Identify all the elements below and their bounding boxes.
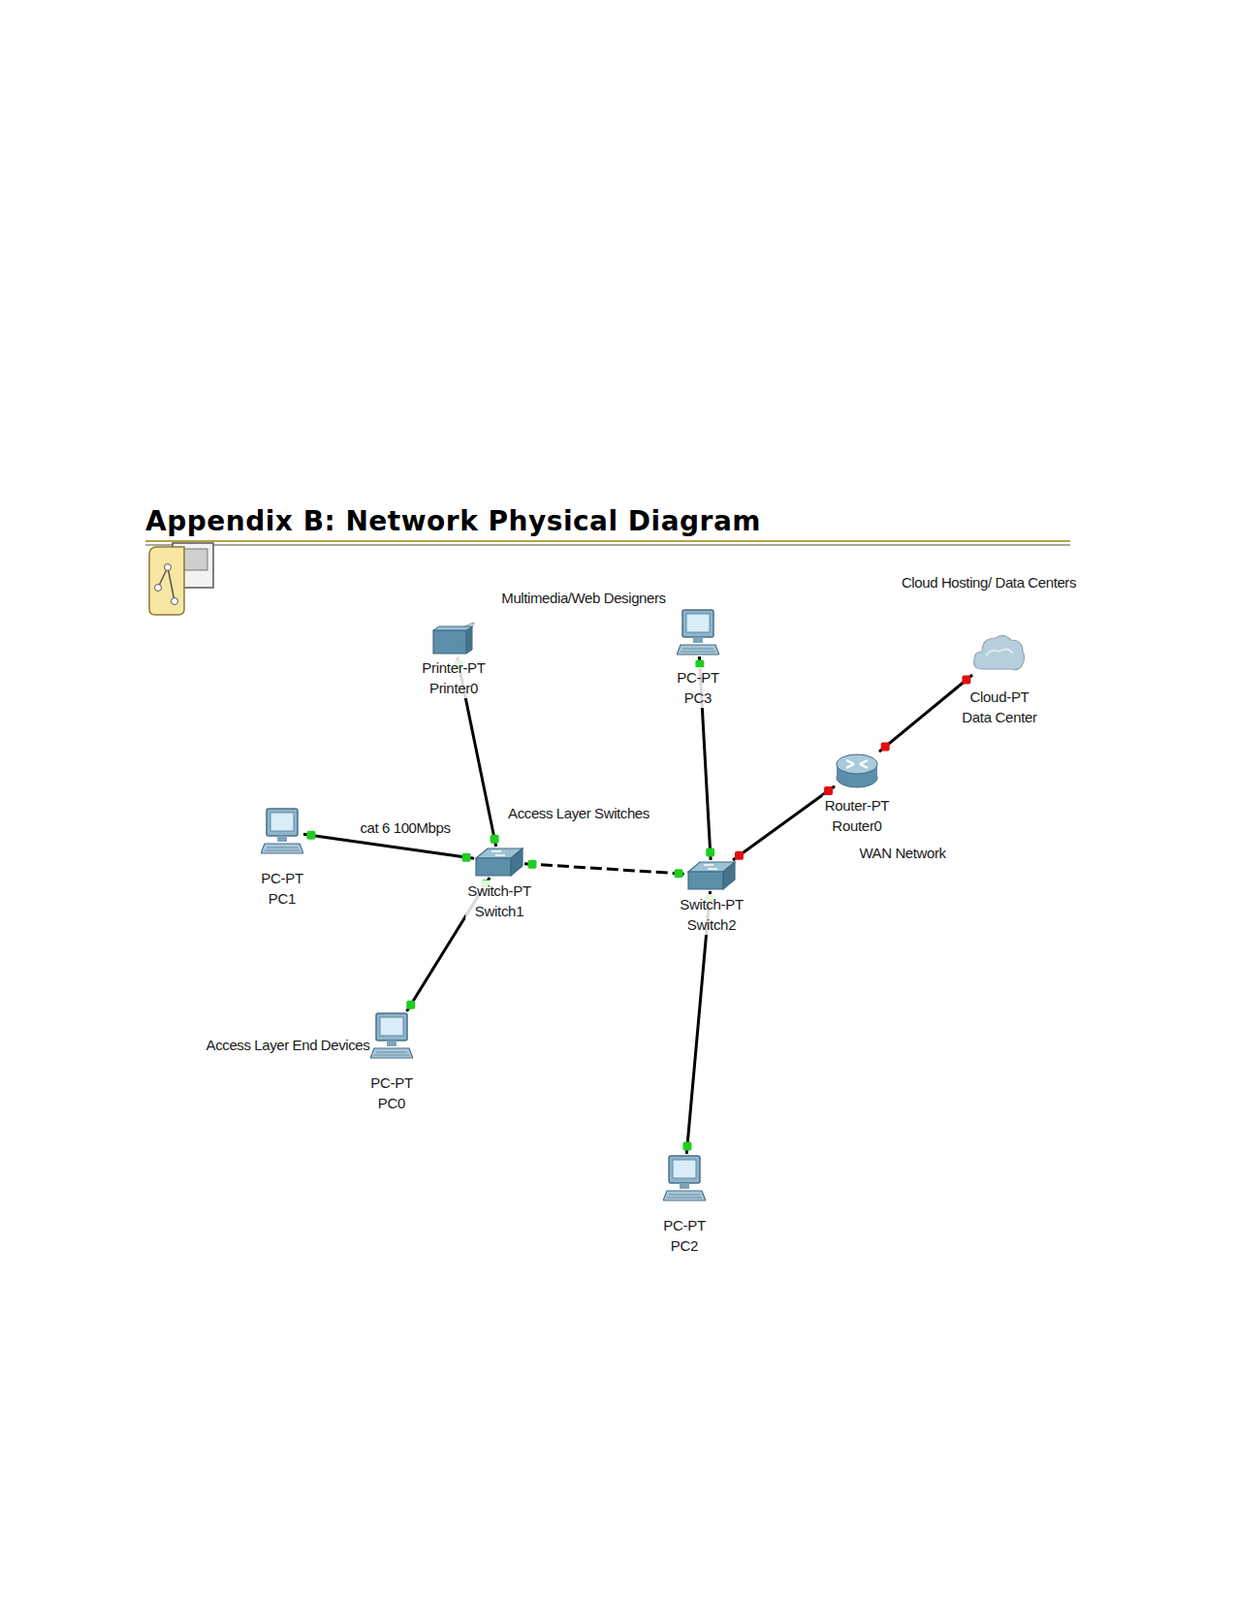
page-title: Appendix B: Network Physical Diagram [145, 505, 761, 539]
device-name: PC0 [368, 1092, 415, 1113]
device-labels: Printer-PTPrinter0 [419, 657, 487, 698]
diagram-icon [149, 542, 214, 615]
network-device: Cloud-PTData Center [972, 630, 1027, 675]
network-link [879, 674, 973, 752]
network-device: PC-PTPC1 [260, 806, 304, 856]
port-status-light [881, 741, 890, 751]
device-type: PC-PT [258, 867, 306, 888]
port-status-light [824, 786, 833, 795]
network-device: Printer-PTPrinter0 [431, 622, 476, 658]
title-rule [145, 543, 1071, 546]
network-device: PC-PTPC0 [370, 1011, 413, 1060]
device-icon [972, 630, 1027, 675]
device-name: Switch1 [465, 900, 534, 921]
device-labels: PC-PTPC3 [674, 666, 722, 708]
port-status-light [306, 830, 316, 840]
device-icon [370, 1011, 413, 1060]
device-type: Cloud-PT [959, 686, 1040, 707]
title-rule [145, 539, 1071, 542]
port-status-light [462, 853, 472, 862]
port-status-light [682, 1141, 692, 1151]
port-status-light [734, 851, 744, 860]
device-icon [676, 607, 720, 657]
device-labels: PC-PTPC1 [258, 867, 306, 909]
device-icon [834, 750, 880, 790]
device-name: Router0 [823, 815, 892, 836]
area-label: Access Layer End Devices [204, 1035, 373, 1054]
link-label: cat 6 100Mbps [357, 818, 452, 837]
device-labels: PC-PTPC0 [368, 1072, 415, 1113]
device-icon [474, 846, 525, 878]
device-labels: Switch-PTSwitch2 [677, 893, 746, 935]
device-icon [663, 1153, 706, 1203]
device-type: PC-PT [674, 666, 722, 688]
device-type: Printer-PT [419, 657, 487, 678]
device-name: PC3 [674, 687, 722, 708]
device-labels: PC-PTPC2 [661, 1214, 708, 1256]
device-name: Switch2 [677, 914, 746, 935]
device-type: PC-PT [368, 1072, 415, 1093]
link-line [879, 674, 973, 752]
port-status-light [490, 834, 500, 844]
network-device: Router-PTRouter0 [834, 750, 880, 790]
area-label: Access Layer Switches [506, 803, 652, 823]
device-type: PC-PT [661, 1214, 708, 1236]
link-line [732, 786, 835, 860]
device-type: Switch-PT [677, 893, 746, 915]
network-device: Switch-PTSwitch1 [474, 846, 525, 878]
device-name: Printer0 [419, 677, 487, 698]
device-type: Switch-PT [465, 880, 534, 901]
port-status-light [674, 868, 684, 878]
device-name: PC1 [258, 887, 306, 909]
device-name: Data Center [959, 706, 1040, 728]
device-icon [431, 622, 476, 658]
device-icon [686, 859, 737, 891]
network-device: PC-PTPC3 [676, 607, 720, 657]
port-status-light [527, 859, 537, 869]
port-status-light [961, 675, 971, 685]
device-name: PC2 [661, 1235, 708, 1256]
link-line [524, 863, 687, 875]
network-link [732, 786, 835, 860]
link-line [303, 833, 475, 858]
device-labels: Cloud-PTData Center [959, 686, 1040, 728]
device-labels: Switch-PTSwitch1 [465, 880, 534, 921]
network-link [524, 859, 687, 879]
network-device: Switch-PTSwitch2 [686, 859, 737, 891]
device-type: Router-PT [823, 794, 892, 816]
area-label: Multimedia/Web Designers [499, 588, 667, 607]
area-label: Cloud Hosting/ Data Centers [899, 572, 1078, 592]
network-device: PC-PTPC2 [663, 1153, 706, 1203]
device-icon [260, 806, 304, 856]
area-label: WAN Network [856, 843, 948, 862]
port-status-light [705, 848, 715, 857]
device-labels: Router-PTRouter0 [823, 794, 892, 836]
port-status-light [406, 1000, 415, 1010]
